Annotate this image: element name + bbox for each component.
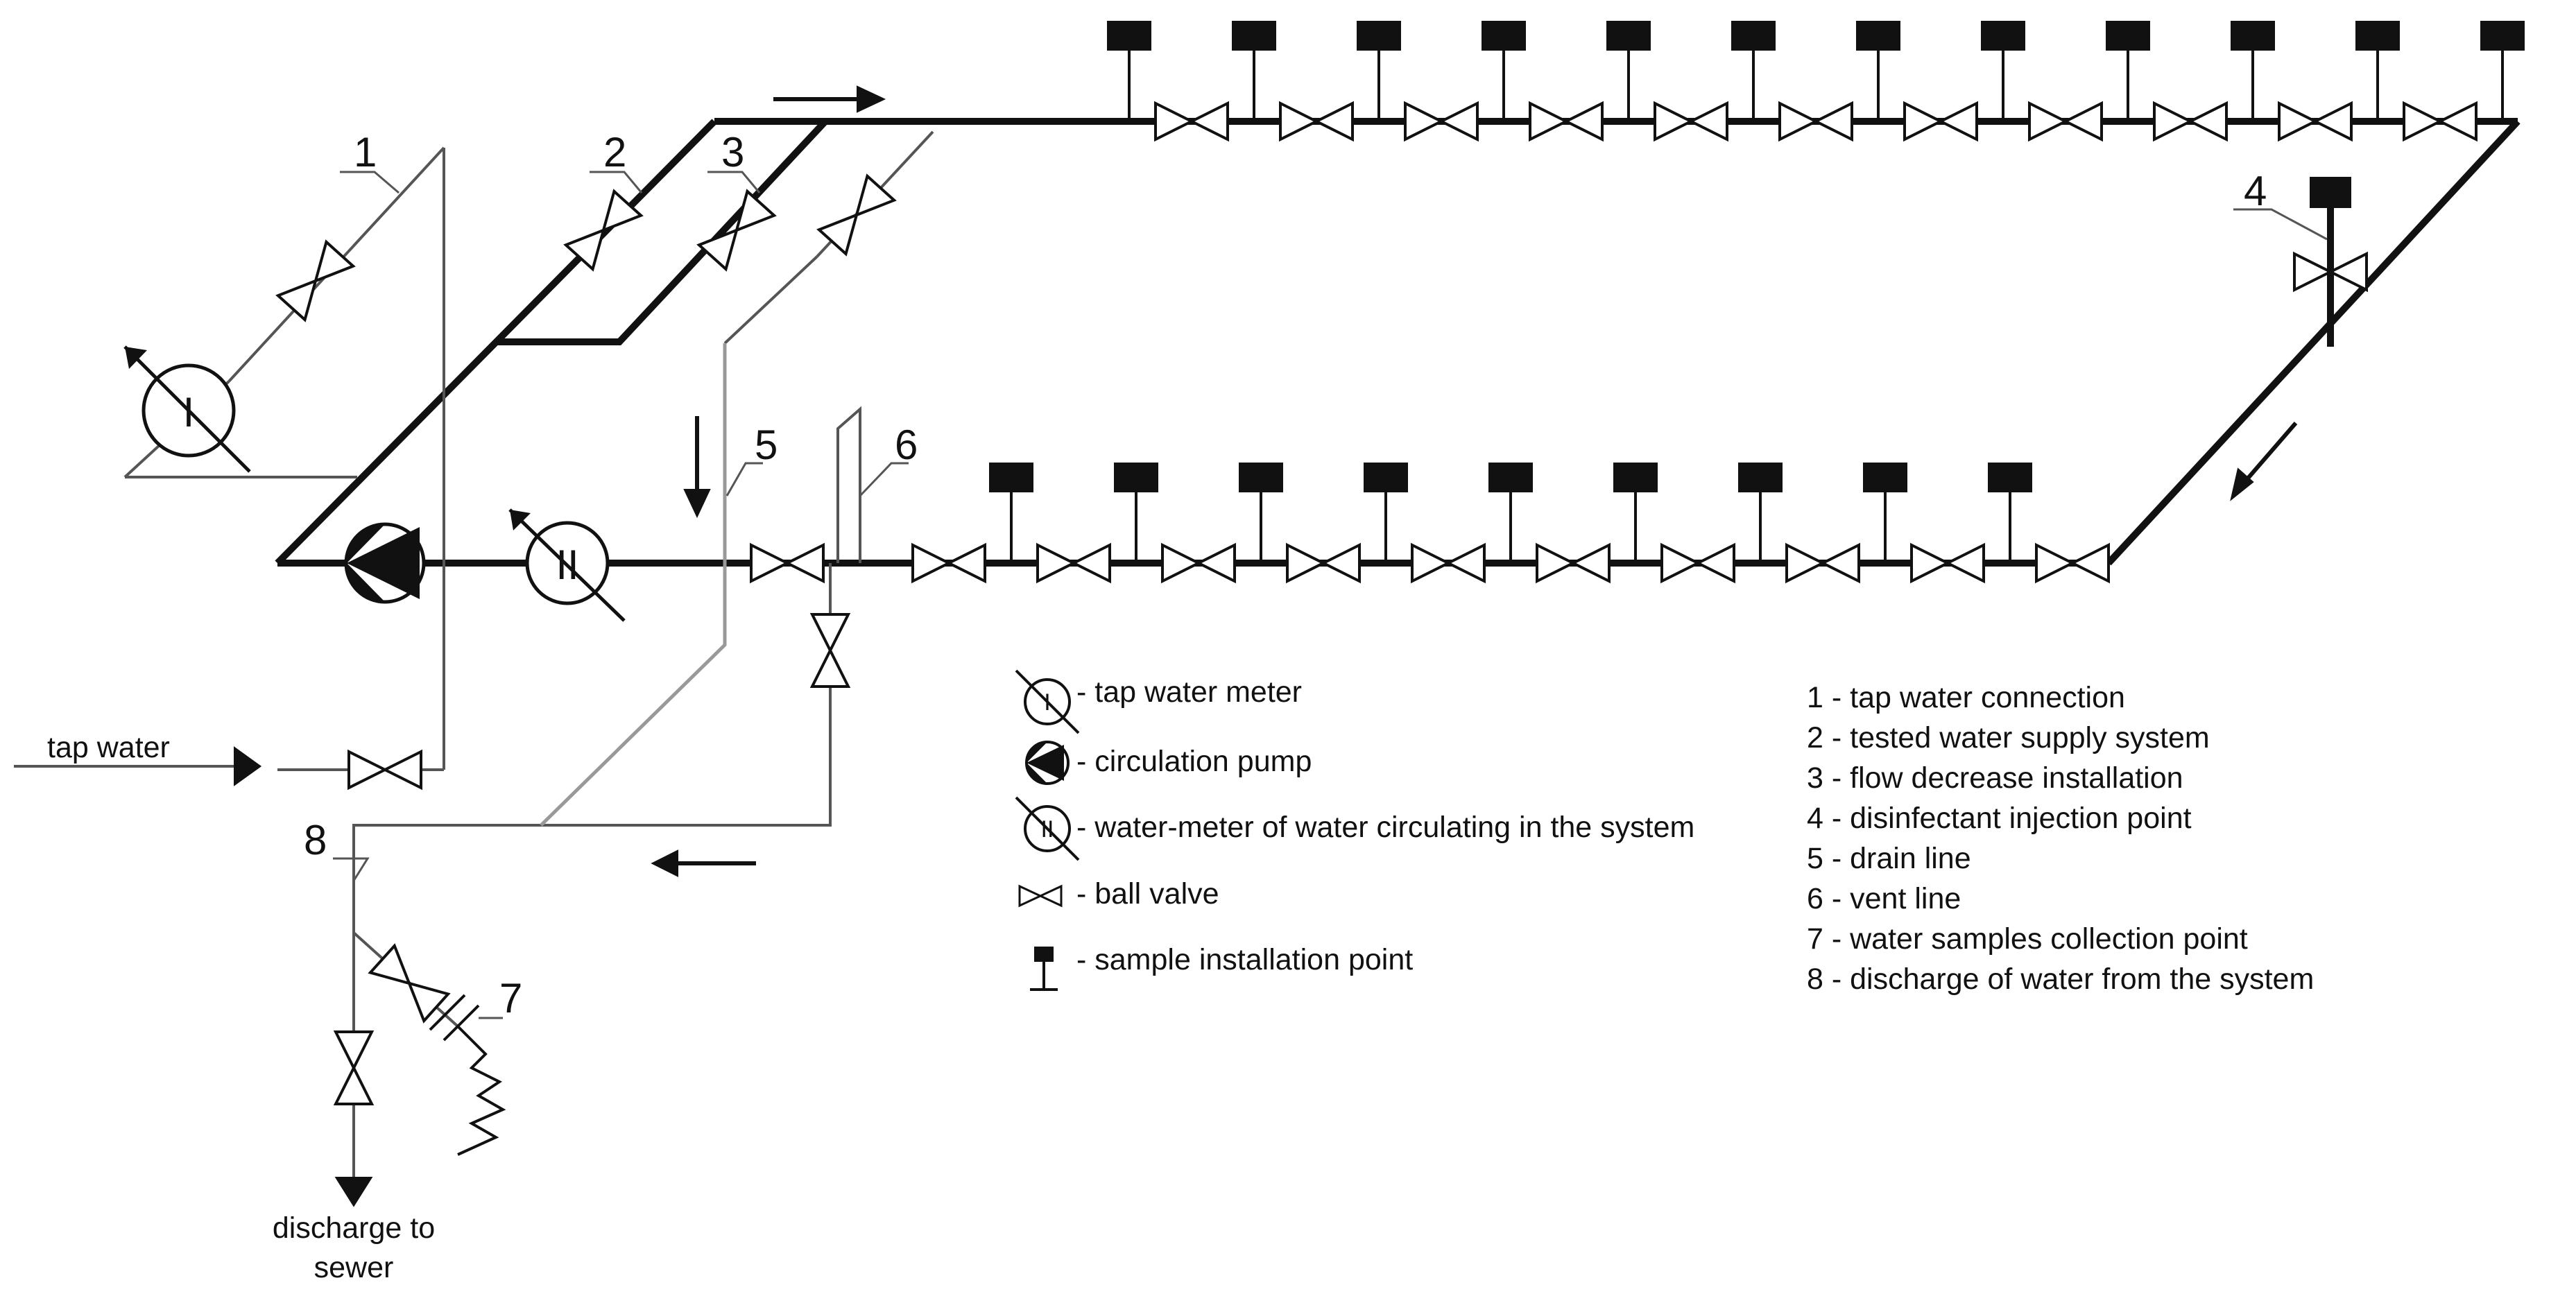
meter-mark-tap: I (183, 389, 195, 435)
number-5: 5 (755, 422, 778, 468)
legend-number-text: 1 - tap water connection (1807, 681, 2125, 714)
circulation-water-meter-icon: II (508, 508, 626, 622)
sample-point-icon (1030, 947, 1058, 991)
number-2: 2 (603, 129, 626, 175)
circulation-pump-icon (1025, 741, 1070, 785)
number-8: 8 (304, 817, 327, 863)
number-7: 7 (499, 975, 522, 1021)
number-legend: 1 - tap water connection 2 - tested wate… (1807, 681, 2314, 996)
discharge-label-line1: discharge to (273, 1211, 435, 1245)
disinfectant-injection-point (2310, 177, 2351, 347)
svg-text:II: II (1041, 816, 1054, 843)
number-6: 6 (895, 422, 918, 468)
thin-piping (123, 130, 934, 1179)
discharge-label-line2: sewer (314, 1251, 394, 1284)
water-meter-icon: I (1015, 669, 1080, 734)
legend-symbol-text: - water-meter of water circulating in th… (1076, 811, 1694, 844)
legend-number-text: 6 - vent line (1807, 882, 1961, 915)
legend-symbol-text: - tap water meter (1076, 675, 1302, 709)
tap-water-label: tap water (47, 731, 170, 764)
meter-mark-circulation: II (556, 542, 578, 588)
drain-line (540, 343, 727, 827)
legend-number-text: 4 - disinfectant injection point (1807, 802, 2192, 835)
ball-valve-icon (1018, 884, 1063, 908)
number-3: 3 (721, 129, 744, 175)
circulation-pump-icon (344, 522, 426, 604)
symbol-legend: I II - tap water meter - circulation pum… (1015, 669, 1694, 991)
legend-number-text: 7 - water samples collection point (1807, 922, 2248, 956)
water-meter-icon: II (1015, 796, 1080, 861)
number-1: 1 (354, 129, 377, 175)
callout-numbers: 1 2 3 4 5 6 7 8 (304, 129, 2267, 1021)
legend-symbol-text: - sample installation point (1076, 943, 1413, 976)
callouts (333, 171, 2328, 1019)
sample-collection-point (429, 994, 506, 1156)
legend-symbol-text: - circulation pump (1076, 745, 1312, 778)
legend-number-text: 5 - drain line (1807, 842, 1971, 875)
number-4: 4 (2244, 168, 2267, 214)
tap-water-meter-icon: I (123, 345, 251, 473)
legend-number-text: 8 - discharge of water from the system (1807, 963, 2314, 996)
svg-text:I: I (1044, 689, 1050, 716)
legend-symbol-text: - ball valve (1076, 877, 1219, 911)
sample-points (988, 19, 2526, 564)
circulation-loop (275, 118, 2521, 567)
legend-number-text: 3 - flow decrease installation (1807, 761, 2183, 795)
legend-number-text: 2 - tested water supply system (1807, 721, 2210, 754)
flow-arrows (14, 85, 2298, 1207)
